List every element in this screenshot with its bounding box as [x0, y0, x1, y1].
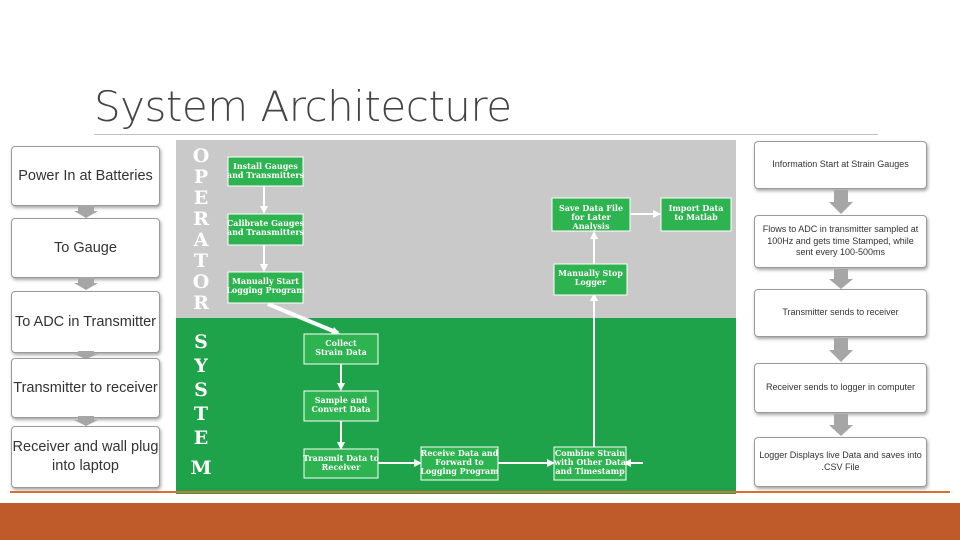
title-divider — [94, 134, 878, 135]
right-step-2: Flows to ADC in transmitter sampled at 1… — [754, 215, 927, 268]
down-arrow-icon — [74, 416, 98, 426]
node-save — [551, 197, 631, 232]
operator-label: O P E R A T O R — [193, 145, 210, 314]
operator-letter: R — [193, 292, 209, 314]
left-step-3: To ADC in Transmitter — [11, 291, 160, 353]
system-letter: M — [190, 457, 211, 479]
left-step-5: Receiver and wall plug into laptop — [11, 426, 160, 488]
down-arrow-icon — [74, 205, 98, 218]
right-step-4: Receiver sends to logger in computer — [754, 363, 927, 413]
node-install — [227, 156, 304, 187]
node-calibrate — [227, 213, 304, 246]
flow-diagram: O P E R A T O R S Y S T E M Install Gaug… — [176, 140, 736, 494]
node-stop — [553, 263, 628, 296]
left-step-1: Power In at Batteries — [11, 146, 160, 206]
node-collect — [303, 333, 379, 365]
footer-bar — [0, 503, 960, 540]
system-letter: T — [194, 403, 208, 425]
page-title: System Architecture — [94, 82, 512, 131]
flow-arrows — [260, 186, 661, 467]
down-arrow-icon — [74, 351, 98, 359]
right-step-1: Information Start at Strain Gauges — [754, 141, 927, 189]
operator-letter: P — [194, 166, 208, 188]
node-start — [227, 271, 304, 304]
operator-letter: O — [193, 271, 210, 293]
right-step-5: Logger Displays live Data and saves into… — [754, 437, 927, 487]
right-step-3: Transmitter sends to receiver — [754, 289, 927, 337]
down-arrow-icon — [74, 277, 98, 290]
system-letter: E — [194, 427, 208, 449]
node-transmit — [303, 448, 379, 479]
system-letter: Y — [193, 355, 208, 377]
footer-divider — [10, 491, 950, 493]
node-sample — [303, 390, 379, 422]
system-letter: S — [194, 379, 208, 401]
operator-letter: R — [193, 208, 209, 230]
operator-letter: T — [194, 250, 208, 272]
left-step-4: Transmitter to receiver — [11, 358, 160, 418]
system-label: S Y S T E M — [190, 331, 211, 479]
node-import — [660, 197, 732, 232]
left-step-2: To Gauge — [11, 218, 160, 278]
down-arrow-icon — [829, 269, 853, 289]
node-combine — [553, 446, 627, 481]
operator-letter: E — [194, 187, 208, 209]
down-arrow-icon — [829, 338, 853, 362]
down-arrow-icon — [829, 190, 853, 214]
down-arrow-icon — [829, 414, 853, 436]
system-letter: S — [194, 331, 208, 353]
node-receive — [420, 446, 499, 481]
operator-letter: A — [193, 229, 209, 251]
operator-letter: O — [193, 145, 210, 167]
